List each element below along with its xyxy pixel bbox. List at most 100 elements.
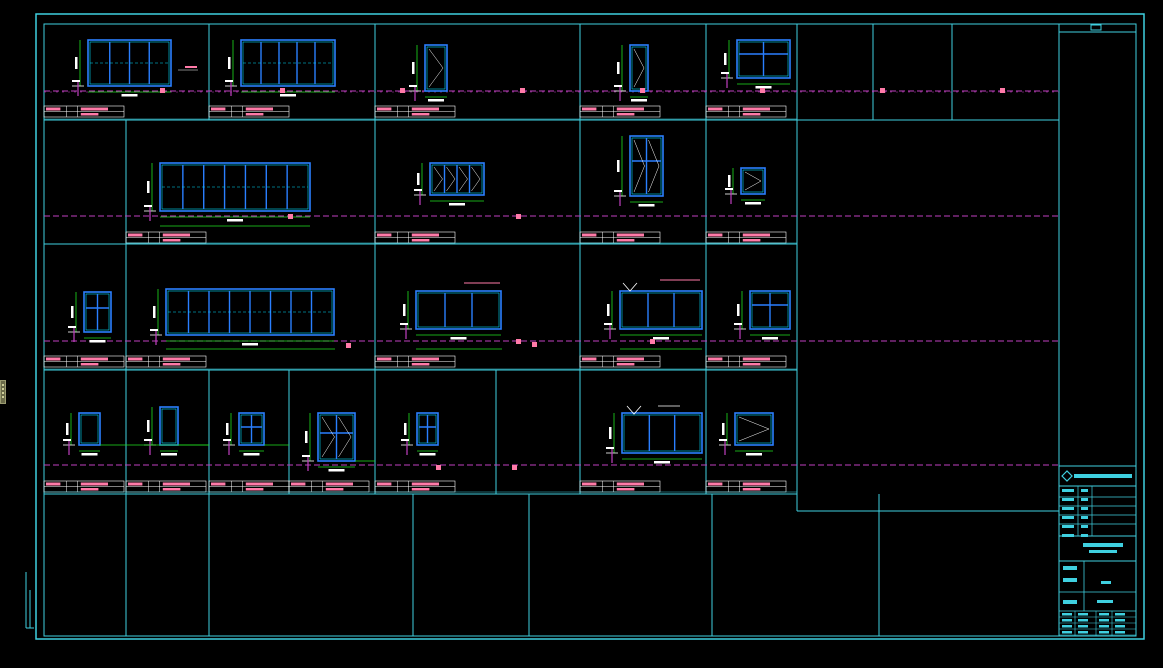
schedule-label — [616, 233, 644, 237]
schedule-label — [616, 239, 635, 242]
window-inner-frame — [742, 169, 764, 193]
window-elevation — [614, 135, 664, 207]
schedule-label — [582, 357, 597, 361]
title-block-tag — [1090, 24, 1102, 31]
level-text — [614, 190, 622, 192]
dimension-text — [328, 469, 345, 472]
title-block — [1059, 465, 1136, 636]
section-tag — [1000, 88, 1005, 93]
schedule-label — [128, 233, 143, 237]
window-inner-frame — [417, 292, 500, 328]
title-field-value — [1081, 525, 1088, 528]
window-frame — [240, 39, 336, 87]
section-tag — [880, 88, 885, 93]
title-field-value — [1115, 619, 1125, 622]
dimension-text — [89, 340, 106, 343]
dimension-text — [762, 337, 778, 340]
window-frame — [159, 162, 311, 212]
level-text — [606, 447, 614, 449]
schedule-label — [742, 357, 770, 361]
schedule-label — [616, 482, 644, 486]
window-frame — [83, 291, 112, 333]
level-text — [725, 188, 733, 190]
drawing-number — [1097, 600, 1113, 603]
window-frame — [165, 288, 335, 336]
section-tag — [516, 339, 521, 344]
dimension-text — [280, 94, 296, 97]
dimension-text — [412, 62, 415, 74]
dimension-text — [450, 337, 467, 340]
schedule-table — [579, 355, 661, 368]
title-field-label — [1063, 566, 1077, 570]
schedule-table — [125, 480, 207, 493]
dimension-text — [631, 99, 647, 102]
dimension-text — [746, 453, 762, 456]
window-elevation — [614, 44, 649, 102]
window-frame — [749, 290, 791, 330]
title-field-value — [1078, 631, 1088, 634]
window-elevation — [606, 412, 703, 464]
schedule-label — [245, 488, 264, 491]
window-frame — [317, 412, 356, 462]
window-frame — [424, 44, 448, 92]
window-elevation — [150, 288, 335, 346]
dimension-text — [403, 304, 406, 316]
dimension-text — [419, 453, 436, 456]
schedule-label — [162, 482, 190, 486]
section-tag — [346, 343, 351, 348]
window-elevation — [144, 406, 179, 456]
title-field-label — [1063, 600, 1077, 604]
window-elevation — [72, 39, 172, 97]
schedule-label — [162, 233, 190, 237]
schedule-label — [708, 107, 723, 111]
title-field-label — [1063, 578, 1077, 582]
level-text — [144, 439, 152, 441]
schedule-label — [616, 107, 644, 111]
schedule-table — [208, 105, 290, 118]
schedule-table — [374, 231, 456, 244]
section-tag — [640, 88, 645, 93]
level-text — [302, 455, 310, 457]
scrollbar-handle-icon[interactable] — [0, 380, 6, 404]
schedule-label — [742, 488, 761, 491]
schedule-label — [742, 113, 761, 116]
schedule-table — [288, 480, 370, 493]
schedule-table — [705, 231, 787, 244]
schedule-table — [208, 480, 290, 493]
title-field-label — [1062, 489, 1074, 492]
schedule-label — [616, 357, 644, 361]
schedule-label — [80, 357, 108, 361]
window-frame — [87, 39, 172, 87]
window-elevation — [400, 290, 502, 340]
window-inner-frame — [426, 46, 446, 90]
window-inner-frame — [736, 414, 772, 444]
schedule-label — [162, 488, 181, 491]
section-tag — [650, 339, 655, 344]
level-text — [68, 326, 76, 328]
window-frame — [629, 44, 649, 92]
schedule-table — [374, 105, 456, 118]
window-elevation — [409, 44, 448, 102]
section-tag — [512, 465, 517, 470]
schedule-label — [245, 107, 273, 111]
schedule-table — [374, 355, 456, 368]
leader-text — [185, 66, 197, 68]
level-text — [734, 323, 742, 325]
window-inner-frame — [161, 408, 177, 444]
schedule-table — [705, 105, 787, 118]
schedule-label — [291, 482, 306, 486]
schedule-label — [245, 482, 273, 486]
schedule-label — [411, 239, 430, 242]
schedule-table — [579, 105, 661, 118]
window-frame — [740, 167, 766, 195]
title-field-value — [1099, 613, 1109, 616]
schedule-table — [705, 355, 787, 368]
schedule-label — [742, 363, 761, 366]
window-elevation — [225, 39, 336, 97]
title-field-value — [1062, 613, 1072, 616]
schedule-label — [128, 482, 143, 486]
sheet-title-text — [1083, 543, 1123, 547]
schedule-table — [43, 105, 125, 118]
